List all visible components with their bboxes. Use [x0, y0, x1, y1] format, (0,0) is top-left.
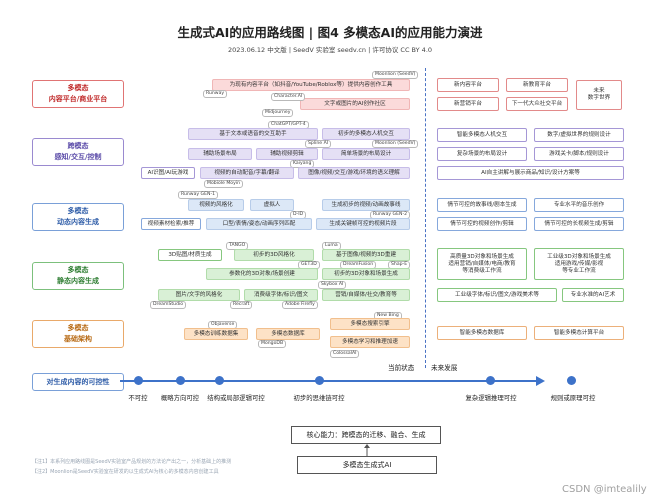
tag-mobiole-moyin: Mobiole Moyin: [204, 180, 244, 188]
row-label-dynamic-content: 多模态 动态内容生成: [32, 203, 124, 231]
box-semantic-understanding: 图像/视频/交互/游戏/环境的语义理解: [298, 167, 410, 179]
tick-structural: 结构或局部逻辑可控: [207, 394, 265, 402]
box-smart-db: 智能多模态数据库: [437, 326, 527, 340]
footnote-2: 【注2】Moonlion是SeedV实验室在研发的以生成式AI为核心的多模态内容…: [32, 469, 219, 475]
box-initial-multimodal-interaction: 初步的多模态人机交互: [322, 128, 410, 140]
box-scene-layout-aid: 辅助场景布局: [188, 148, 252, 160]
box-video-edit-aid: 辅助视频剪辑: [256, 148, 318, 160]
tag-skybox: Skybox AI: [318, 281, 347, 289]
tag-character-ai: Character.AI: [271, 93, 306, 101]
box-training-dataset: 多模态训练数据集: [184, 328, 248, 340]
timeline-dot: [486, 376, 495, 385]
row-label-cross-modal: 跨模态 感知/交互/控制: [32, 138, 124, 166]
box-long-video-gen: 情节可控的长视频生成/剪辑: [534, 217, 624, 231]
box-virtual-human: 虚拟人: [250, 199, 294, 211]
box-3d-texture: 3D贴图/材质生成: [158, 249, 222, 261]
tag-colossalai: ColossalAI: [330, 350, 360, 358]
page-subtitle: 2023.06.12 中文版 | SeedV 实验室 seedv.cn | 许可…: [227, 46, 433, 54]
row-label-static-content: 多模态 静态内容生成: [32, 262, 124, 290]
tag-moonlion: Moonlion (SeedV): [372, 71, 419, 79]
tick-complex-reasoning: 复杂逻辑推理可控: [465, 394, 517, 402]
box-industrial-font: 工业级字体/标识/图文/游戏美术等: [437, 288, 557, 302]
timeline-dot: [176, 376, 185, 385]
box-initial-3d-style: 初步的3D风格化: [234, 249, 314, 261]
box-industrial-3d-gen: 工业级3D对象和场景生成 适用游戏/传媒/影视 等专业工作流: [534, 248, 624, 280]
box-controllable-video-edit: 情节可控的视频创作/剪辑: [437, 217, 527, 231]
box-parametric-3d: 参数化的3D对象/场景创建: [206, 268, 318, 280]
tag-mongodb: MongoDB: [258, 340, 287, 348]
box-text-voice-assistant: 基于文本或语音的交互助手: [188, 128, 318, 140]
box-keyframe-video: 生成关键帧可控的视频片段: [316, 218, 410, 230]
box-complex-scene-layout: 复杂场景的布局设计: [437, 147, 527, 161]
page-title: 生成式AI的应用路线图 | 图4 多模态AI的应用能力演进: [177, 25, 483, 40]
core-capability-box: 核心能力：跨模态的迁移、融合、生成: [291, 426, 441, 444]
tick-rules-principles: 规则或原理可控: [550, 394, 596, 402]
box-new-marketing-platform: 新营销平台: [437, 97, 499, 111]
box-next-social-platform: 下一代大众社交平台: [506, 97, 568, 111]
box-lip-sync: 口型/表情/姿态/动画序列匹配: [206, 218, 312, 230]
box-3d-reconstruction: 基于图像/视频的3D重建: [322, 249, 410, 261]
box-content-tools: 为现有内容平台（如抖音/YouTube/Roblox等）提供内容创作工具: [212, 79, 410, 91]
box-future-digital-world: 未来 数字世界: [576, 80, 622, 110]
timeline-arrow: [536, 376, 545, 386]
timeline-dot: [134, 376, 143, 385]
box-inference-accel: 多模态学习和推理加速: [330, 336, 410, 348]
tick-uncontrollable: 不可控: [128, 394, 148, 402]
state-future: 未来发展: [431, 364, 458, 372]
tag-dreamstudio: DreamStudio: [150, 301, 187, 309]
box-consumer-font: 消费级字体/标识/图文: [244, 289, 318, 301]
controllability-timeline: [120, 380, 538, 382]
row-label-controllability: 对生成内容的可控性: [32, 373, 124, 391]
box-video-search: 视频素材检索/推荐: [141, 218, 201, 230]
box-pro-ai-art: 专业水准的AI艺术: [562, 288, 624, 302]
tag-spline-ai: Spline AI: [305, 140, 332, 148]
multimodal-genai-box: 多模态生成式AI: [297, 456, 437, 474]
footnote-1: 【注1】本系列应用路线图是SeedV实验室产品规划的方法论产出之一，分析基础上的…: [32, 459, 232, 465]
tag-recraft: Recraft: [230, 301, 253, 309]
row-label-infrastructure: 多模态 基础架构: [32, 320, 124, 348]
timeline-dot: [567, 376, 576, 385]
box-image-text-style: 图片/文字的风格化: [158, 289, 240, 301]
tag-moonlion-2: Moonlion (SeedV): [372, 140, 419, 148]
box-multimodal-search: 多模态搜索引擎: [330, 318, 410, 330]
current-future-divider: [425, 68, 426, 368]
tag-adobe-firefly: Adobe Firefly: [282, 301, 318, 309]
tick-chain-of-thought: 初步的思维链可控: [293, 394, 345, 402]
box-game-level-design: 游戏关卡/脚本/规则设计: [534, 147, 624, 161]
tag-runway-gen1: Runway GEN-1: [178, 191, 219, 199]
box-virtual-world-rules: 数字/虚拟世界的规则设计: [534, 128, 624, 142]
box-auto-dubbing: 视频的自动配音/字幕/翻译: [200, 167, 294, 179]
state-current: 当前状态: [388, 364, 415, 372]
box-simple-scene-layout: 简单场景的布局设计: [322, 148, 410, 160]
timeline-dot: [215, 376, 224, 385]
box-initial-3d-gen: 初步的3D对象和场景生成: [322, 268, 410, 280]
box-marketing-social: 营销/自媒体/社交/教育等: [322, 289, 410, 301]
box-smart-multimodal-interaction: 智能多模态人机交互: [437, 128, 527, 142]
box-controllable-storyline: 情节可控的故事线/剧本生成: [437, 198, 527, 212]
box-hq-3d-gen: 高质量3D对象和场景生成 适用营销/自媒体/电商/教育 等消费级工作流: [437, 248, 527, 280]
box-ai-vision-gaming: AI识图/AI玩游戏: [141, 167, 195, 179]
box-smart-compute: 智能多模态计算平台: [534, 326, 624, 340]
box-multimodal-db: 多模态数据库: [256, 328, 320, 340]
tag-runway: Runway: [203, 90, 228, 98]
box-ai-community: 文字或图片的AI创作社区: [300, 98, 410, 110]
up-arrow-icon: [364, 444, 370, 456]
timeline-dot: [315, 376, 324, 385]
tag-midjourney: Midjourney: [262, 109, 294, 117]
row-label-content-platform: 多模态 内容平台/商业平台: [32, 80, 124, 108]
box-initial-storyline: 生成初步的视频/动画故事线: [322, 199, 410, 211]
box-new-education-platform: 新教育平台: [506, 78, 568, 92]
box-video-stylization: 视频的风格化: [188, 199, 244, 211]
box-ai-presentation: AI自主讲解与展示商品/知识/设计方案等: [437, 166, 624, 180]
box-new-content-platform: 新内容平台: [437, 78, 499, 92]
tick-rough-direction: 概略方向可控: [160, 394, 200, 402]
watermark: CSDN @imtealily: [562, 484, 647, 495]
box-pro-music: 专业水平的音乐创作: [534, 198, 624, 212]
